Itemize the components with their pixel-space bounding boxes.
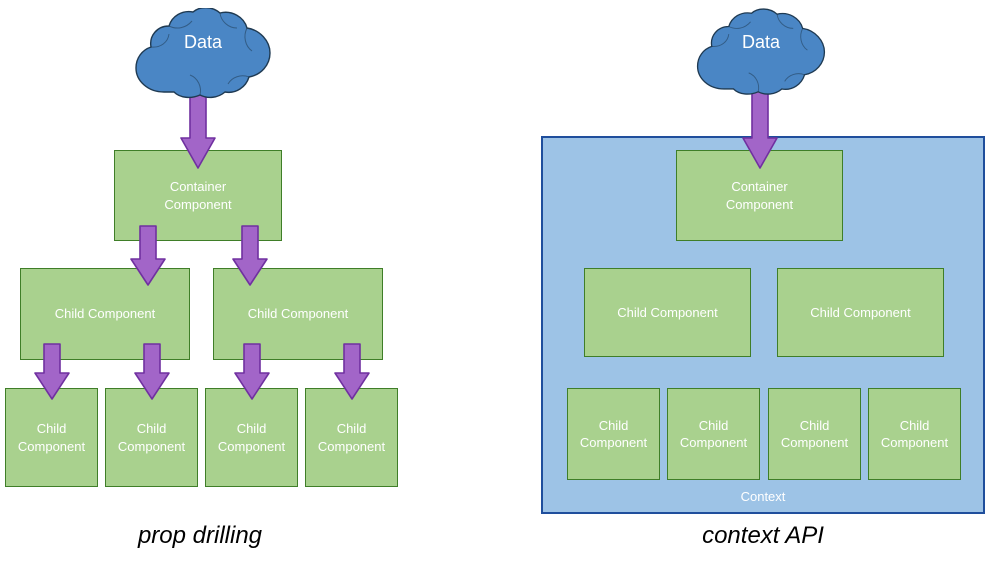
data-cloud-right: Data xyxy=(690,8,832,98)
right-child-component-leaf-2[interactable]: Child Component xyxy=(667,388,760,480)
arrow-container-to-child-2-left xyxy=(232,225,268,287)
right-child-component-leaf-3[interactable]: Child Component xyxy=(768,388,861,480)
caption-context-api: context API xyxy=(702,522,824,549)
left-child-component-leaf-1[interactable]: Child Component xyxy=(5,388,98,487)
right-child-component-mid-2[interactable]: Child Component xyxy=(777,268,944,357)
data-cloud-left: Data xyxy=(128,8,278,100)
arrow-child1-to-leaf-1-left xyxy=(34,343,70,401)
right-child-component-leaf-4[interactable]: Child Component xyxy=(868,388,961,480)
right-child-component-mid-1[interactable]: Child Component xyxy=(584,268,751,357)
left-child-component-leaf-2[interactable]: Child Component xyxy=(105,388,198,487)
right-child-component-leaf-1[interactable]: Child Component xyxy=(567,388,660,480)
cloud-icon xyxy=(696,8,826,95)
arrow-child2-to-leaf-4-left xyxy=(334,343,370,401)
cloud-icon xyxy=(135,8,271,99)
arrow-child2-to-leaf-3-left xyxy=(234,343,270,401)
arrow-container-to-child-1-left xyxy=(130,225,166,287)
caption-prop-drilling: prop drilling xyxy=(137,522,263,549)
left-child-component-leaf-3[interactable]: Child Component xyxy=(205,388,298,487)
left-child-component-leaf-4[interactable]: Child Component xyxy=(305,388,398,487)
arrow-child1-to-leaf-2-left xyxy=(134,343,170,401)
context-label: Context xyxy=(740,489,786,504)
